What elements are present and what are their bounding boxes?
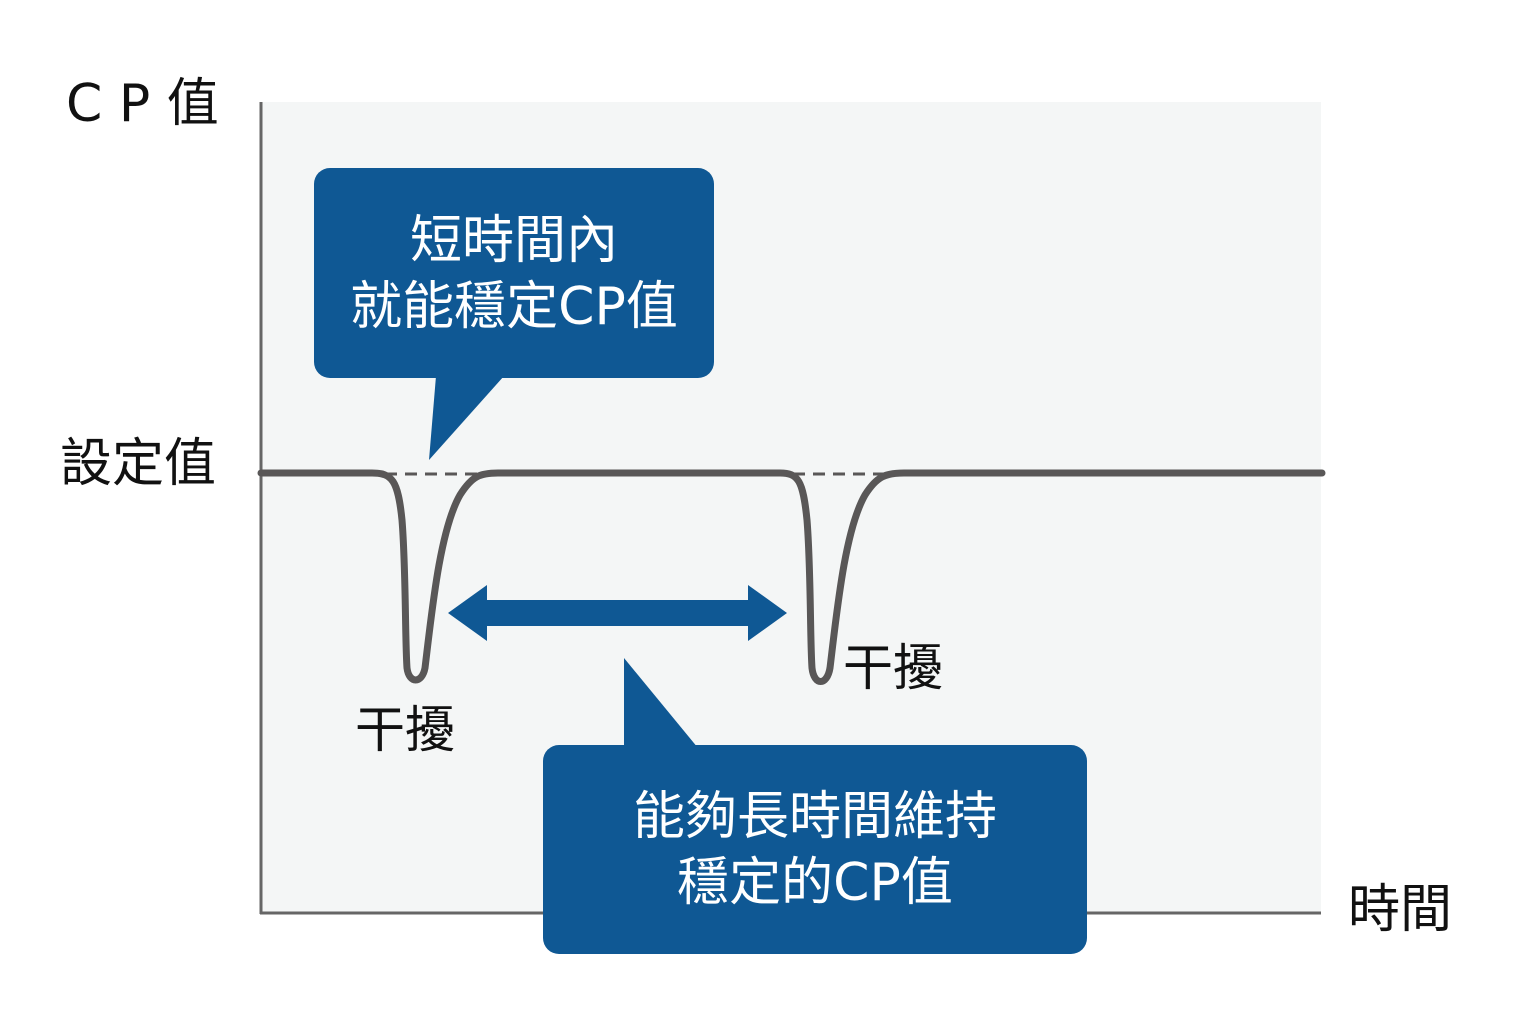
top-callout-line-1: 短時間內 (409, 211, 618, 271)
disturbance-label-1: 干擾 (355, 701, 455, 759)
disturbance-label-2: 干擾 (843, 639, 943, 697)
double-arrow-icon (448, 585, 787, 641)
bottom-callout-text: 能夠長時間維持 穩定的CP值 (543, 784, 1087, 916)
cp-value-curve (257, 469, 1326, 685)
top-callout-line-2: 就能穩定CP值 (350, 277, 678, 337)
bottom-callout-pointer (624, 658, 698, 748)
y-axis-label: C P 值 (66, 74, 219, 134)
bottom-callout-line-2: 穩定的CP值 (677, 853, 953, 913)
x-axis-label: 時間 (1348, 880, 1453, 940)
bottom-callout-bubble (543, 745, 1087, 954)
top-callout-pointer (429, 376, 504, 460)
top-callout-text: 短時間內 就能穩定CP值 (314, 208, 714, 340)
bottom-callout-line-1: 能夠長時間維持 (632, 787, 997, 847)
top-callout-bubble (314, 168, 714, 378)
setpoint-label: 設定值 (60, 434, 217, 494)
